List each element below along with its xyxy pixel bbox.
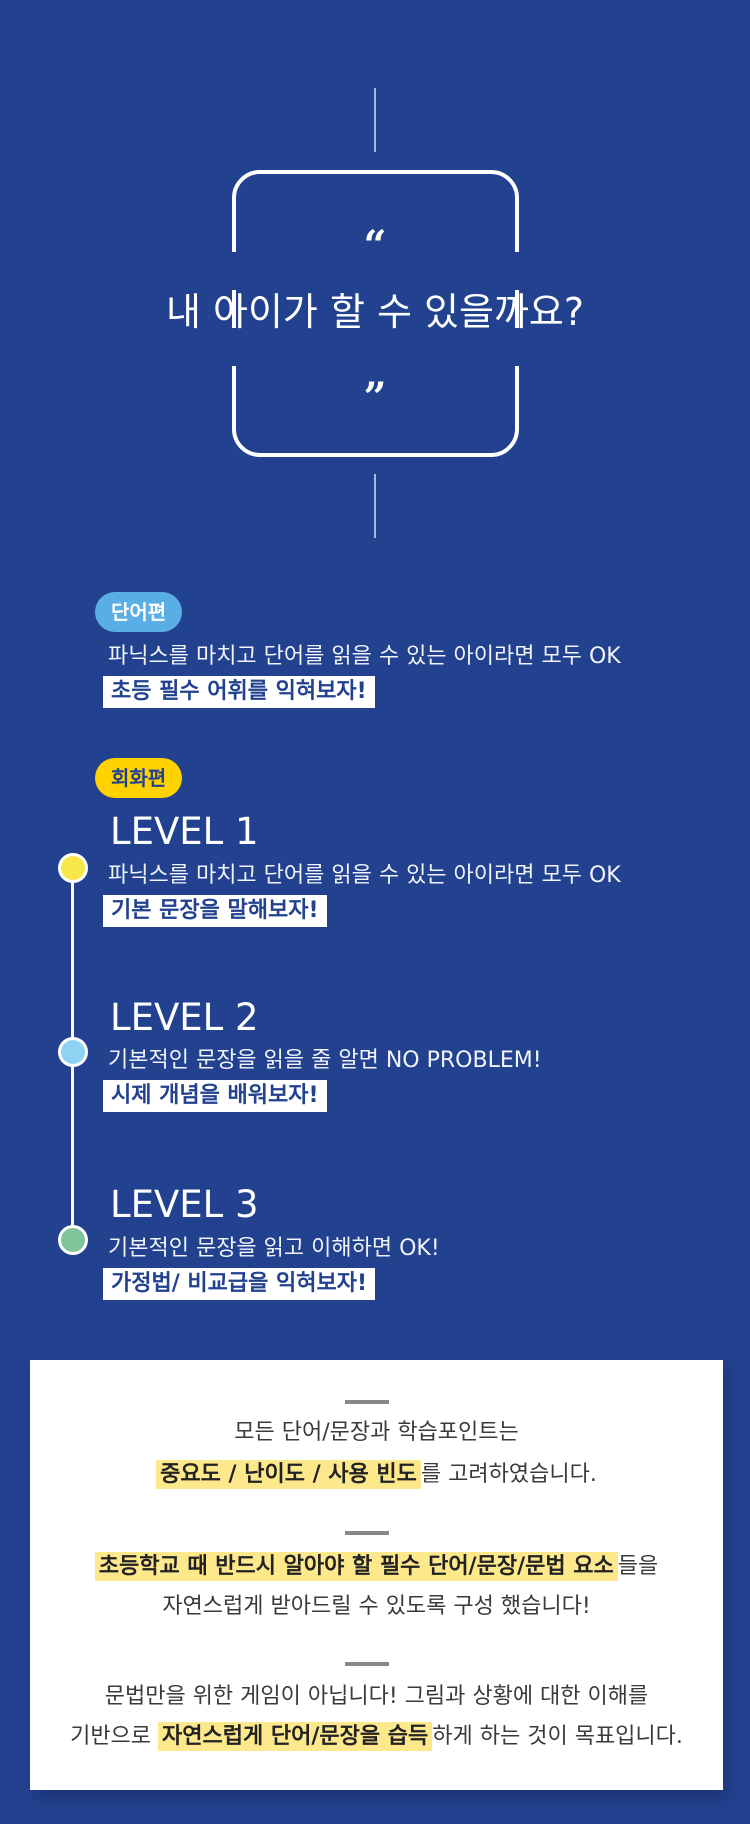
close-quote-icon: ” (363, 374, 387, 421)
level-3-highlight: 가정법/ 비교급을 익혀보자! (103, 1268, 376, 1300)
card-divider-3 (345, 1662, 389, 1666)
level-1-desc: 파닉스를 마치고 단어를 읽을 수 있는 아이라면 모두 OK (108, 863, 621, 888)
level-1-dot (58, 853, 88, 883)
level-2-desc: 기본적인 문장을 읽을 줄 알면 NO PROBLEM! (108, 1048, 542, 1073)
open-quote-icon: “ (363, 222, 387, 269)
talk-section-badge: 회화편 (95, 758, 183, 798)
word-section-desc: 파닉스를 마치고 단어를 읽을 수 있는 아이라면 모두 OK (108, 644, 621, 669)
level-3-dot (58, 1225, 88, 1255)
hero-title: 내 아이가 할 수 있을까요? (165, 290, 585, 334)
card-block2-line2: 자연스럽게 받아드릴 수 있도록 구성 했습니다! (162, 1594, 591, 1619)
level-1-highlight: 기본 문장을 말해보자! (103, 895, 327, 927)
card-block3-line2-pre: 기반으로 (70, 1724, 159, 1749)
card-block3-line1: 문법만을 위한 게임이 아닙니다! 그림과 상황에 대한 이해를 (104, 1684, 649, 1709)
level-3-title: LEVEL 3 (110, 1183, 259, 1226)
card-block3-highlight: 자연스럽게 단어/문장을 습득 (158, 1722, 433, 1751)
card-block1-highlight: 중요도 / 난이도 / 사용 빈도 (156, 1460, 421, 1489)
level-2-dot (58, 1037, 88, 1067)
card-divider-1 (345, 1400, 389, 1404)
word-section-highlight: 초등 필수 어휘를 익혀보자! (103, 676, 375, 708)
card-block2-line1-rest: 들을 (617, 1554, 659, 1579)
quote-frame (232, 170, 519, 457)
card-block3-line2-rest: 하게 하는 것이 목표입니다. (432, 1724, 683, 1749)
card-block2-highlight: 초등학교 때 반드시 알아야 할 필수 단어/문장/문법 요소 (94, 1552, 618, 1581)
level-3-desc: 기본적인 문장을 읽고 이해하면 OK! (108, 1236, 440, 1261)
card-block1-line2-rest: 를 고려하였습니다. (420, 1462, 597, 1487)
divider-line-top (374, 88, 376, 152)
card-block1-line1: 모든 단어/문장과 학습포인트는 (234, 1420, 519, 1445)
level-2-highlight: 시제 개념을 배워보자! (103, 1080, 327, 1112)
divider-line-bottom (374, 474, 376, 538)
word-section-badge: 단어편 (95, 592, 183, 632)
level-1-title: LEVEL 1 (110, 810, 259, 853)
frame-gap-right (220, 328, 531, 366)
frame-gap-left (220, 252, 531, 290)
level-2-title: LEVEL 2 (110, 996, 259, 1039)
card-divider-2 (345, 1531, 389, 1535)
